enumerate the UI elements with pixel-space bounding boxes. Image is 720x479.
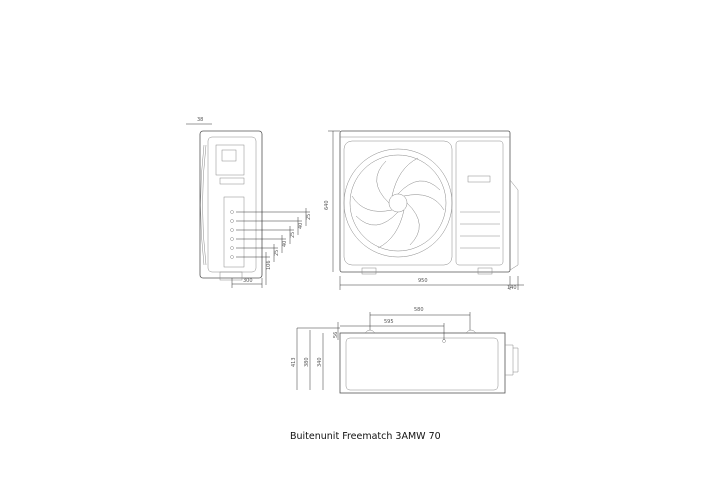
dim-port-4: 40 <box>282 241 288 247</box>
dim-340: 340 <box>317 357 323 367</box>
front-view: 640 950 140 <box>324 130 524 291</box>
dim-140: 140 <box>507 285 517 291</box>
dim-port-1: 25 <box>306 214 312 220</box>
fan-blades-icon <box>351 157 445 249</box>
dim-380: 380 <box>304 357 310 367</box>
drawing-title: Buitenunit Freematch 3AMW 70 <box>290 431 441 442</box>
dim-595: 595 <box>384 319 394 325</box>
dim-580: 580 <box>414 307 424 313</box>
top-view: 580 595 56 413 380 340 <box>291 307 519 394</box>
dim-106: 106 <box>266 260 272 270</box>
dim-300: 300 <box>243 278 253 284</box>
dim-38: 38 <box>197 117 203 123</box>
dim-640: 640 <box>324 200 330 210</box>
dim-port-2: 40 <box>298 223 304 229</box>
side-view: 38 25 40 25 40 25 106 300 <box>186 117 312 288</box>
dim-port-5: 25 <box>274 250 280 256</box>
dim-950: 950 <box>418 278 428 284</box>
dim-413: 413 <box>291 357 297 367</box>
dim-port-3: 25 <box>290 232 296 238</box>
dim-56: 56 <box>333 332 339 338</box>
